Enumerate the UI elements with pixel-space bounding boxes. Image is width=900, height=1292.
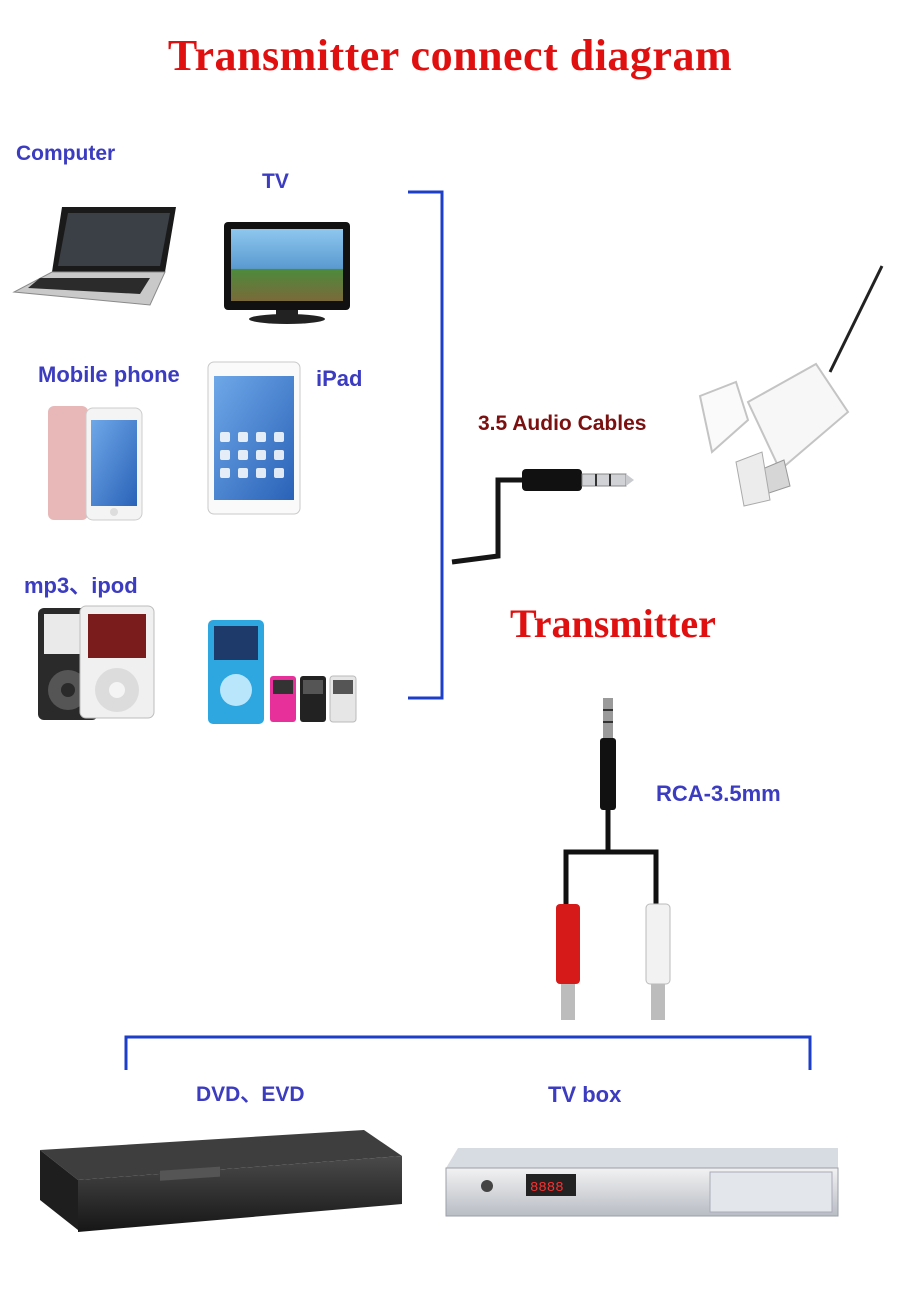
diagram-title: Transmitter connect diagram — [167, 31, 733, 80]
label-transmitter: Transmitter — [510, 601, 716, 646]
label-audio-cables: 3.5 Audio Cables — [478, 412, 647, 435]
transmitter-image — [698, 265, 884, 507]
label-tv-box: TV box — [548, 1082, 622, 1107]
ipod-nano-image — [208, 620, 357, 724]
rca-cable-image — [556, 698, 671, 1020]
label-mp3-ipod: mp3、ipod — [24, 573, 138, 598]
label-computer: Computer — [16, 142, 116, 165]
mobile-phone-image — [48, 406, 143, 521]
label-tv: TV — [262, 170, 289, 193]
computer-image — [12, 207, 176, 306]
label-dvd-evd: DVD、EVD — [196, 1083, 305, 1106]
tv-box-image: 8888 — [445, 1148, 839, 1217]
devices-bracket — [124, 1035, 812, 1070]
dvd-player-image — [40, 1130, 402, 1232]
label-mobile-phone: Mobile phone — [38, 362, 180, 387]
label-ipad: iPad — [316, 366, 363, 391]
sources-bracket — [408, 190, 444, 700]
audio-cable-image — [451, 469, 634, 565]
ipod-classic-image — [38, 605, 155, 720]
label-rca-cable: RCA-3.5mm — [656, 781, 781, 806]
svg-text:8888: 8888 — [530, 1180, 564, 1196]
tv-image — [224, 222, 350, 324]
ipad-image — [207, 361, 301, 515]
